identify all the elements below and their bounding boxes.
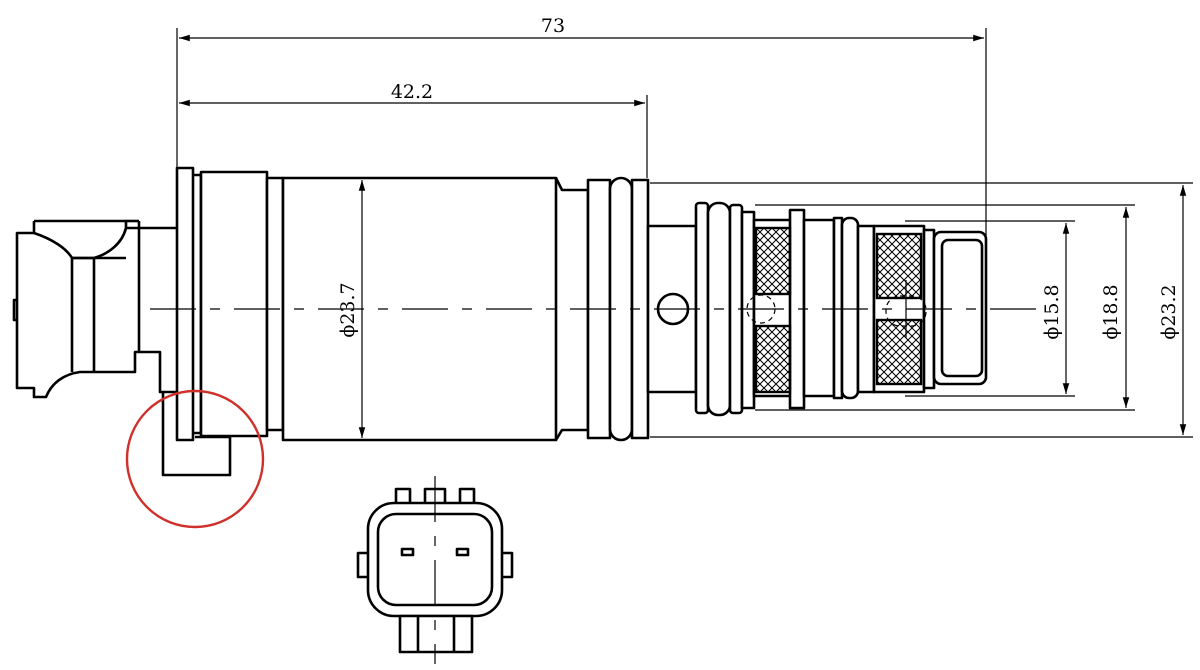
dimension-d15-8: ϕ15.8 bbox=[1041, 223, 1070, 394]
coil-hatch bbox=[754, 226, 792, 296]
coil-hatch bbox=[875, 318, 923, 386]
dimension-42-2-label: 42.2 bbox=[391, 81, 433, 103]
dimension-73-label: 73 bbox=[541, 15, 565, 37]
connector-housing bbox=[12, 219, 177, 399]
dimension-42-2: 42.2 bbox=[179, 81, 648, 178]
highlight-circle bbox=[125, 389, 265, 529]
coil-hatch bbox=[875, 232, 923, 300]
connector-end-view bbox=[356, 476, 514, 664]
dimension-d18-8-label: ϕ18.8 bbox=[1100, 284, 1122, 339]
dimension-d23-2-label: ϕ23.2 bbox=[1158, 284, 1180, 339]
flange bbox=[175, 166, 285, 442]
dimension-73: 73 bbox=[176, 15, 987, 238]
dimension-d23-2: ϕ23.2 bbox=[1158, 185, 1187, 435]
dimension-d15-8-label: ϕ15.8 bbox=[1041, 284, 1063, 339]
diameter-extension-lines bbox=[650, 182, 1193, 438]
dimension-d23-7-label: ϕ23.7 bbox=[337, 282, 359, 337]
dimension-d18-8: ϕ18.8 bbox=[1100, 207, 1130, 408]
coil-hatch bbox=[754, 324, 792, 394]
